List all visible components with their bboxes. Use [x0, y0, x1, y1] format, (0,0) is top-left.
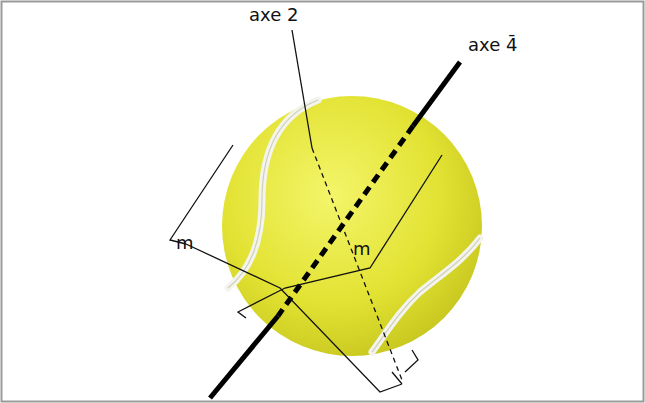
- mirror-plane: [238, 155, 442, 372]
- axis-2: [312, 148, 402, 380]
- seam: [372, 238, 480, 352]
- mirror-label: m: [176, 232, 194, 254]
- axis-label: axe 4̄: [468, 34, 517, 56]
- seam-edge: [228, 100, 318, 288]
- seam: [228, 100, 318, 288]
- axis-4bar: [413, 62, 460, 126]
- seam-edge: [372, 238, 480, 352]
- axis-4bar: [278, 126, 413, 316]
- mirror-label: m: [353, 238, 371, 260]
- ball: [222, 96, 482, 356]
- axis-4bar: [210, 316, 278, 398]
- axis-label: axe 2: [249, 4, 298, 26]
- axis-2: [292, 30, 312, 148]
